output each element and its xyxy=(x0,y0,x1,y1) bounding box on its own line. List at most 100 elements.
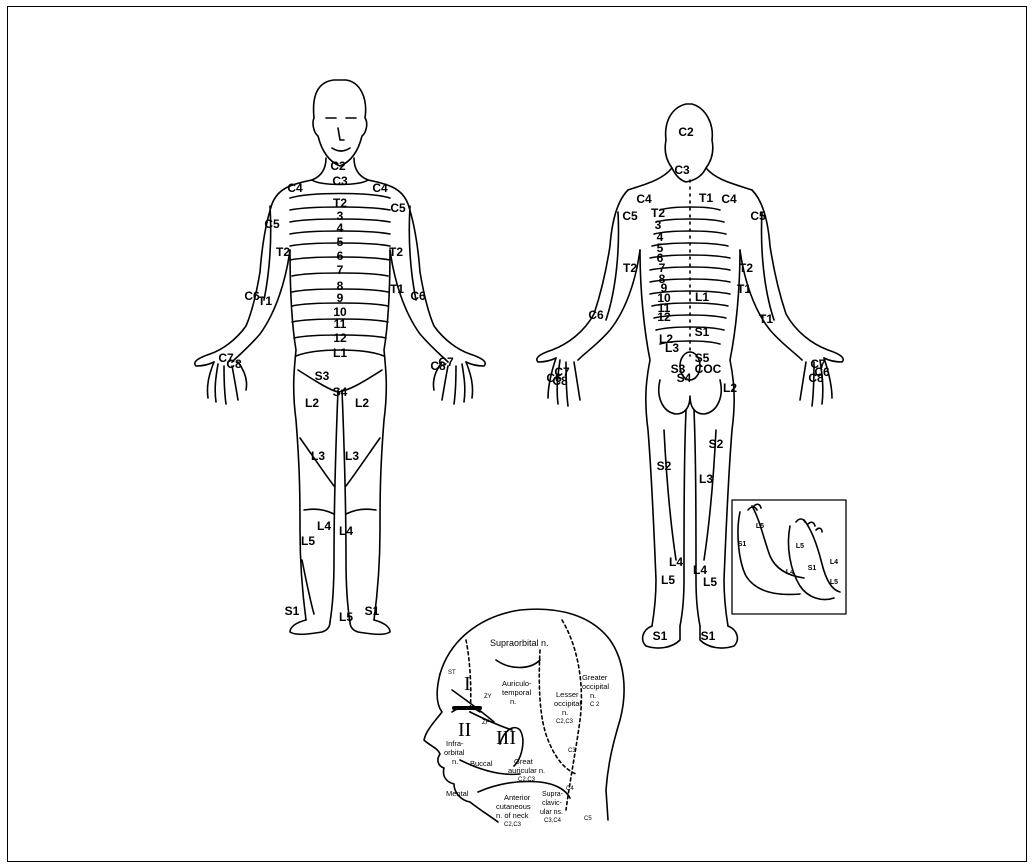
lesser-occipital-3: n. xyxy=(562,708,568,717)
front-label-2: C4 xyxy=(287,181,303,195)
back-label-0: C2 xyxy=(678,125,694,139)
front-label-30: L2 xyxy=(305,396,319,410)
front-label-0: C2 xyxy=(330,159,346,173)
foot-label-5: L4 xyxy=(830,559,838,566)
front-label-9: 5 xyxy=(337,235,344,249)
foot-label-6: L5 xyxy=(830,579,838,586)
anterior-cutaneous-3: n. of neck xyxy=(496,811,529,820)
back-label-40: L3 xyxy=(699,472,713,486)
zy-label: ZY xyxy=(484,694,492,700)
foot-label-1: S1 xyxy=(738,541,747,548)
back-label-38: S2 xyxy=(709,437,724,451)
back-label-41: L4 xyxy=(669,555,683,569)
back-label-3: C4 xyxy=(721,192,737,206)
foot-label-4: S1 xyxy=(808,565,817,572)
great-auricular-1: Great xyxy=(514,757,534,766)
back-label-44: L5 xyxy=(703,575,717,589)
lesser-occipital-4: C2,C3 xyxy=(556,719,574,725)
front-label-37: S1 xyxy=(285,604,300,618)
infraorbital-2: orbital xyxy=(444,748,465,757)
back-label-2: C4 xyxy=(636,192,652,206)
front-label-36: L5 xyxy=(301,534,315,548)
greater-occipital-4: C 2 xyxy=(590,702,600,708)
foot-label-2: L4 xyxy=(786,569,794,576)
greater-occipital-1: Greater xyxy=(582,673,608,682)
auriculo-2: temporal xyxy=(502,688,532,697)
foot-inset xyxy=(732,500,846,614)
front-label-6: T2 xyxy=(333,196,347,210)
back-label-17: T1 xyxy=(699,191,713,205)
anterior-cutaneous-1: Anterior xyxy=(504,793,531,802)
front-label-13: 9 xyxy=(337,291,344,305)
c5-neck-label: C5 xyxy=(584,816,592,822)
lesser-occipital-1: Lesser xyxy=(556,690,579,699)
anterior-cutaneous-4: C2,C3 xyxy=(504,822,522,828)
supraclavicular-4: C3,C4 xyxy=(544,818,562,824)
back-label-19: S1 xyxy=(695,325,710,339)
back-label-28: T2 xyxy=(739,261,753,275)
front-label-17: T2 xyxy=(276,245,290,259)
front-label-38: S1 xyxy=(365,604,380,618)
front-label-18: T2 xyxy=(389,245,403,259)
back-label-5: C5 xyxy=(750,209,766,223)
supraorbital-label: Supraorbital n. xyxy=(490,638,549,648)
auriculo-1: Auriculo- xyxy=(502,679,532,688)
front-label-11: 7 xyxy=(337,263,344,277)
front-label-16: 12 xyxy=(333,331,347,345)
st-label: ST xyxy=(448,670,456,676)
supraclavicular-1: Supra- xyxy=(542,791,564,798)
back-label-45: S1 xyxy=(653,629,668,643)
buccal-label: Buccal xyxy=(470,759,493,768)
front-label-28: S3 xyxy=(315,369,330,383)
back-label-21: L3 xyxy=(665,341,679,355)
front-label-10: 6 xyxy=(337,249,344,263)
roman-i: I xyxy=(464,673,471,695)
foot-label-0: L5 xyxy=(756,523,764,530)
front-label-29: S4 xyxy=(333,385,348,399)
front-label-5: C5 xyxy=(390,201,406,215)
c3-neck-label: C3 xyxy=(568,748,576,754)
front-label-26: C8 xyxy=(430,359,446,373)
front-label-8: 4 xyxy=(337,221,344,235)
back-label-39: S2 xyxy=(657,459,672,473)
front-label-35: L4 xyxy=(339,524,353,538)
front-label-31: L2 xyxy=(355,396,369,410)
front-label-33: L3 xyxy=(345,449,359,463)
front-label-27: L1 xyxy=(333,346,347,360)
front-label-34: L4 xyxy=(317,519,331,533)
back-label-34: C8 xyxy=(552,374,568,388)
auriculo-3: n. xyxy=(510,697,516,706)
mental-label: Mental xyxy=(446,789,469,798)
greater-occipital-3: n. xyxy=(590,691,596,700)
great-auricular-2: auricular n. xyxy=(508,766,545,775)
front-label-15: 11 xyxy=(334,317,347,331)
back-label-37: C6 xyxy=(814,365,830,379)
back-label-27: T2 xyxy=(623,261,637,275)
back-label-24: S4 xyxy=(677,371,692,385)
roman-ii: II xyxy=(458,719,471,741)
front-label-3: C4 xyxy=(372,181,388,195)
front-label-24: C8 xyxy=(226,357,242,371)
front-label-21: C6 xyxy=(244,289,260,303)
front-label-20: T1 xyxy=(390,282,404,296)
back-label-1: C3 xyxy=(674,163,690,177)
front-label-1: C3 xyxy=(332,174,348,188)
back-label-16: 12 xyxy=(657,310,671,324)
back-label-25: COC xyxy=(695,362,722,376)
front-label-32: L3 xyxy=(311,449,325,463)
zf-label: ZF xyxy=(482,720,490,726)
great-auricular-3: C2,C3 xyxy=(518,777,536,783)
back-dermatome-labels: C2C3C4C4C5C5T23456789101112T1L1S1L2L3S5S… xyxy=(546,125,830,643)
front-label-22: C6 xyxy=(410,289,426,303)
back-label-31: T1 xyxy=(759,312,773,326)
back-label-26: L2 xyxy=(723,381,737,395)
lesser-occipital-2: occipital xyxy=(554,699,581,708)
back-label-18: L1 xyxy=(695,290,709,304)
anterior-cutaneous-2: cutaneous xyxy=(496,802,531,811)
back-label-29: T1 xyxy=(737,282,751,296)
back-label-43: L5 xyxy=(661,573,675,587)
greater-occipital-2: occipital xyxy=(582,682,609,691)
